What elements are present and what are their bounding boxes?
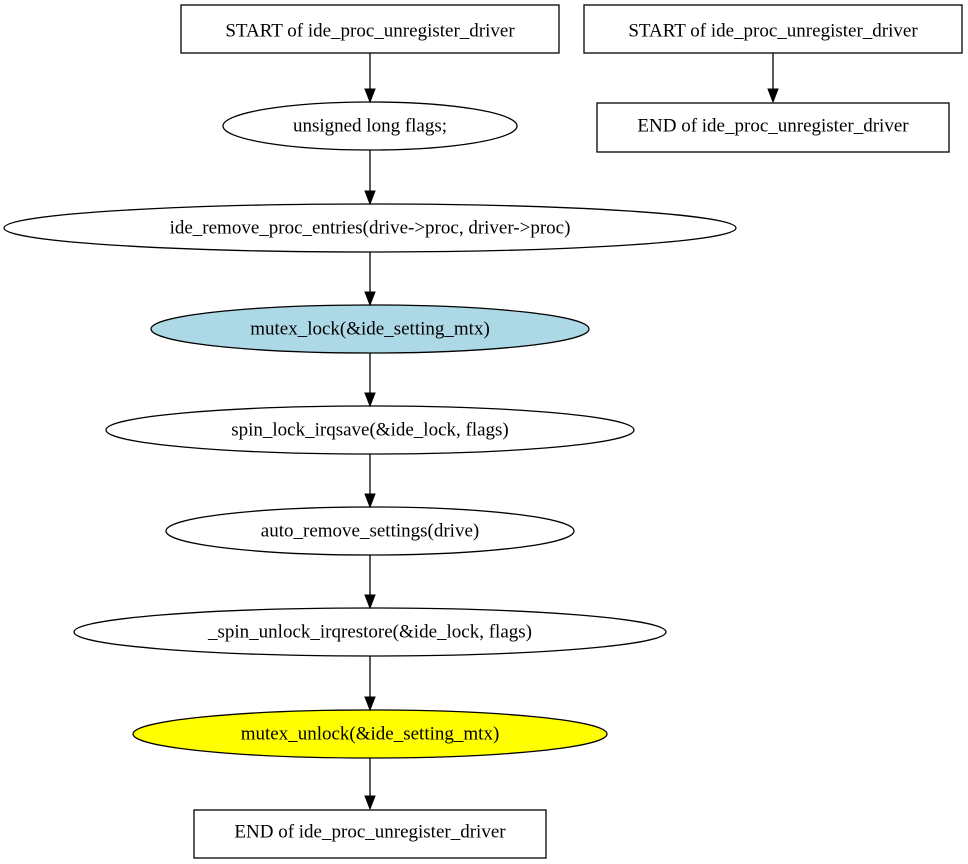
edge-remove-proc-to-mutex-lock <box>364 252 376 307</box>
main-start-box <box>180 4 560 54</box>
main-start-node[interactable]: START of ide_proc_unregister_driver <box>180 4 560 54</box>
side-end-node[interactable]: END of ide_proc_unregister_driver <box>596 102 950 153</box>
step-label-flags-decl: unsigned long flags; <box>293 115 447 136</box>
main-end-box <box>193 809 547 859</box>
step-label-spin-lock: spin_lock_irqsave(&ide_lock, flags) <box>231 419 509 440</box>
step-label-remove-proc-entries: ide_remove_proc_entries(drive->proc, dri… <box>170 217 571 238</box>
arrowhead <box>364 88 376 104</box>
step-node-mutex-lock[interactable]: mutex_lock(&ide_setting_mtx) <box>150 304 590 354</box>
main-end-node[interactable]: END of ide_proc_unregister_driver <box>193 809 547 859</box>
edge-mutex-lock-to-spin-lock <box>364 353 376 408</box>
edge-flags-to-remove-proc <box>364 150 376 206</box>
step-node-mutex-unlock[interactable]: mutex_unlock(&ide_setting_mtx) <box>132 709 608 759</box>
step-node-auto-remove-settings[interactable]: auto_remove_settings(drive) <box>165 506 575 556</box>
edge-mutex-unlock-to-end <box>364 758 376 811</box>
arrowhead <box>364 392 376 408</box>
step-node-spin-unlock[interactable]: _spin_unlock_irqrestore(&ide_lock, flags… <box>73 607 667 657</box>
side-end-label: END of ide_proc_unregister_driver <box>637 115 909 136</box>
step-label-mutex-unlock: mutex_unlock(&ide_setting_mtx) <box>241 723 500 744</box>
arrowhead <box>767 88 779 104</box>
step-node-remove-proc-entries[interactable]: ide_remove_proc_entries(drive->proc, dri… <box>3 203 737 253</box>
arrowhead <box>364 795 376 811</box>
arrowhead <box>364 291 376 307</box>
edge-start-to-flags <box>364 53 376 104</box>
step-label-auto-remove-settings: auto_remove_settings(drive) <box>261 520 479 541</box>
side-start-box <box>583 4 963 54</box>
arrowhead <box>364 594 376 610</box>
side-start-node[interactable]: START of ide_proc_unregister_driver <box>583 4 963 54</box>
edge-side-start-to-side-end <box>767 53 779 104</box>
step-label-mutex-lock: mutex_lock(&ide_setting_mtx) <box>250 318 490 339</box>
edge-spin-unlock-to-mutex-unlock <box>364 656 376 712</box>
edge-spin-lock-to-auto-remove <box>364 454 376 509</box>
edge-auto-remove-to-spin-unlock <box>364 555 376 610</box>
main-start-label: START of ide_proc_unregister_driver <box>225 20 515 41</box>
step-node-flags-decl[interactable]: unsigned long flags; <box>222 101 518 151</box>
arrowhead <box>364 190 376 206</box>
step-node-spin-lock[interactable]: spin_lock_irqsave(&ide_lock, flags) <box>105 405 635 455</box>
side-start-label: START of ide_proc_unregister_driver <box>628 20 918 41</box>
step-label-spin-unlock: _spin_unlock_irqrestore(&ide_lock, flags… <box>207 621 532 642</box>
arrowhead <box>364 493 376 509</box>
main-end-label: END of ide_proc_unregister_driver <box>234 821 506 842</box>
arrowhead <box>364 696 376 712</box>
